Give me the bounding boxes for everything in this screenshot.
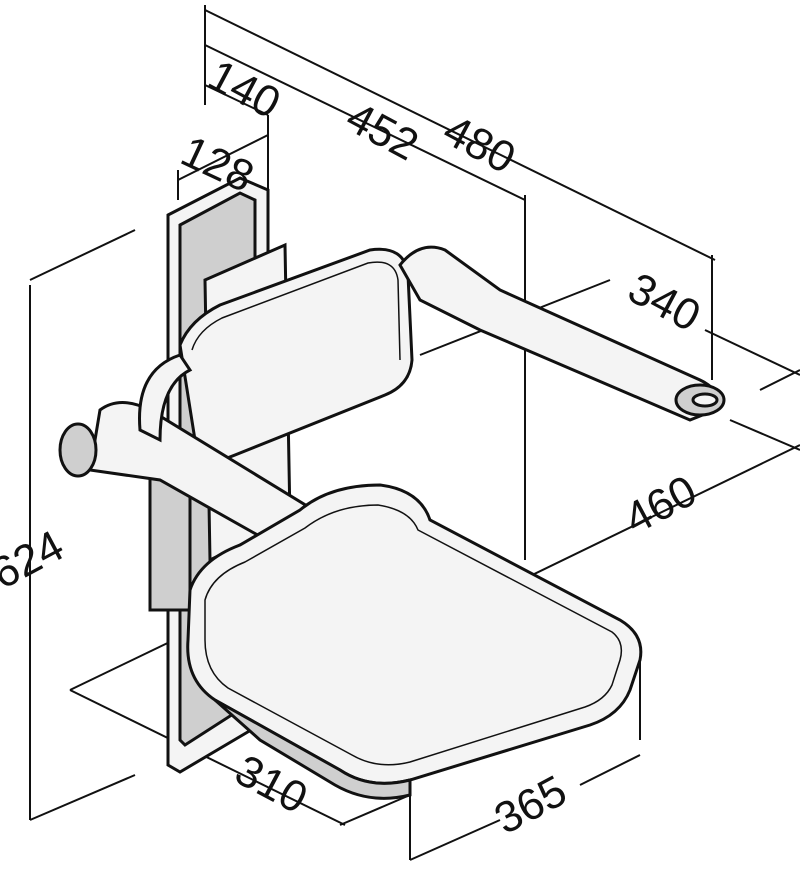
dimension-460: 460: [617, 466, 705, 544]
dimension-365: 365: [487, 766, 575, 844]
dimension-452: 452: [338, 93, 426, 171]
dimension-624: 624: [0, 521, 72, 599]
rear-armrest: [398, 245, 726, 422]
seat: [186, 483, 643, 800]
dimension-480: 480: [435, 106, 523, 184]
dimension-140: 140: [200, 51, 288, 129]
dimension-lines: [29, 5, 800, 861]
dimension-340: 340: [620, 264, 708, 342]
